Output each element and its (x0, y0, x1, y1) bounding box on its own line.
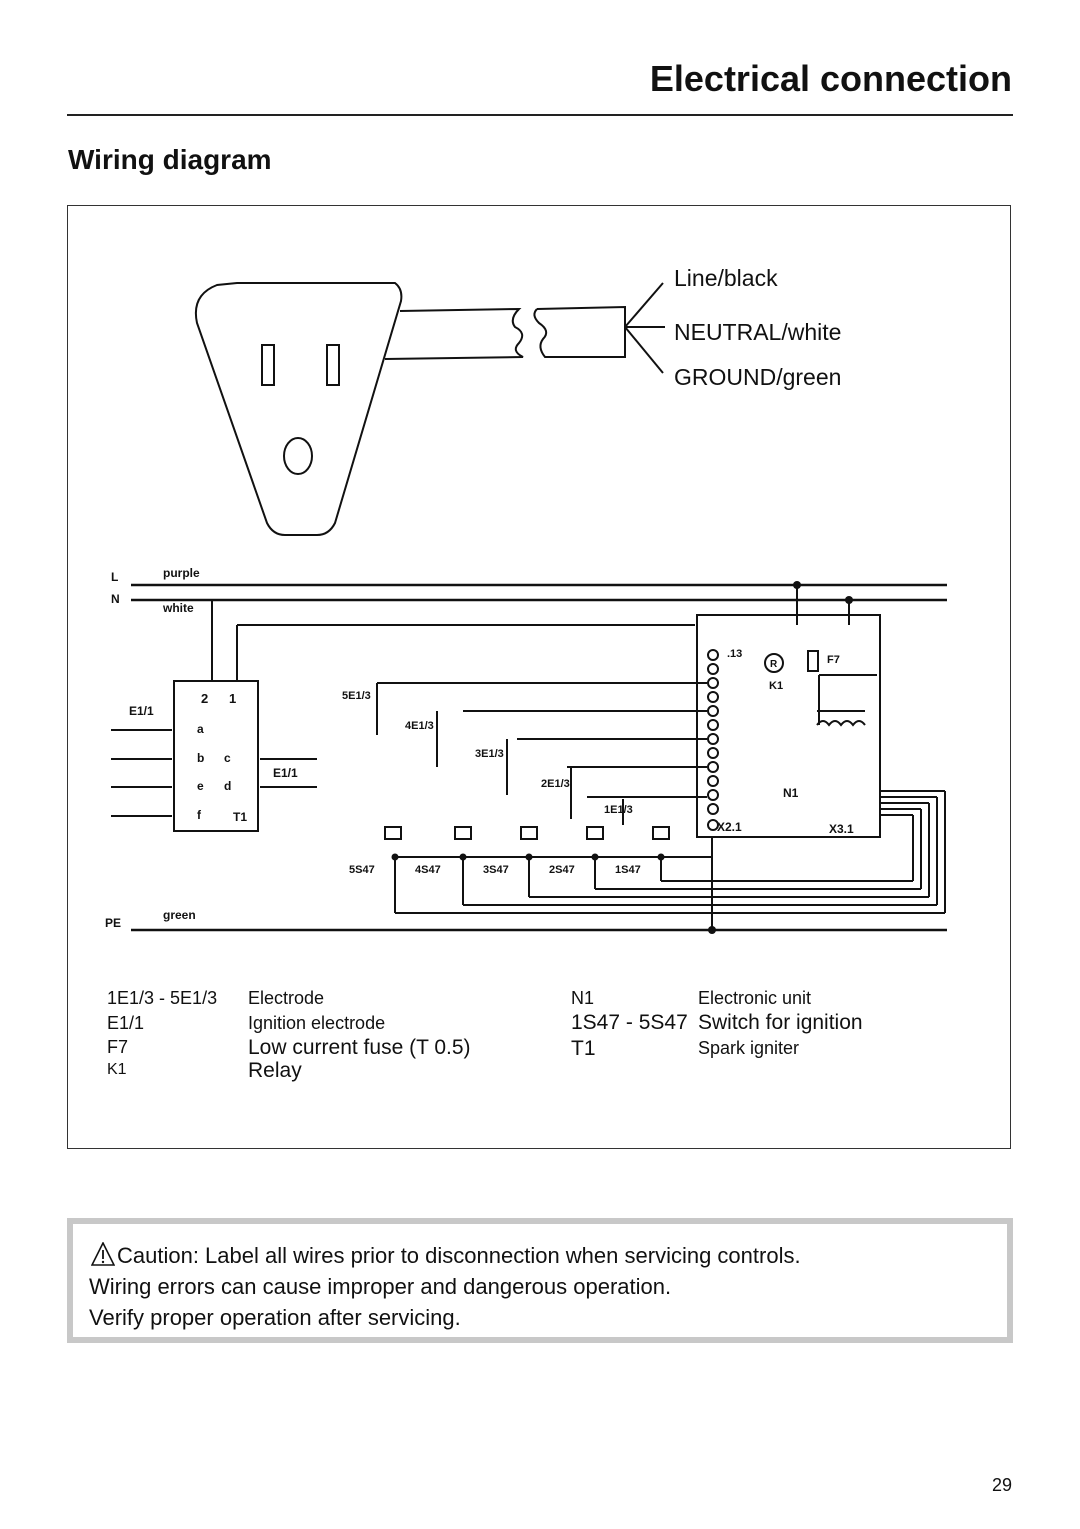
header-divider (67, 114, 1013, 116)
label-pin-c: c (224, 751, 231, 765)
legend-desc: Relay (248, 1059, 302, 1082)
wire-label-line: Line/black (674, 265, 778, 291)
legend-code: N1 (571, 988, 595, 1008)
label-e11-t1: E1/1 (273, 766, 298, 780)
caution-text-1: Caution: Label all wires prior to discon… (117, 1243, 801, 1268)
label-electrode-5: 5E1/3 (342, 690, 371, 702)
label-n1: N1 (783, 786, 799, 800)
n1-box (696, 585, 881, 930)
label-r: R (770, 659, 778, 670)
page-number: 29 (991, 1475, 1012, 1495)
legend-desc: Electronic unit (698, 988, 812, 1008)
label-pe: PE (105, 916, 121, 930)
label-t1: T1 (233, 810, 247, 824)
label-pin-1: 1 (229, 691, 236, 706)
label-l: L (111, 570, 118, 584)
legend-code: E1/1 (107, 1013, 145, 1033)
switch-junctions (391, 853, 665, 861)
label-switch-1: 1S47 (615, 864, 641, 876)
page-title: Electrical connection (649, 58, 1012, 99)
schematic-labels: L N purple white PE green E1/1 E1/1 T1 2… (105, 566, 854, 930)
label-pin-e: e (197, 779, 204, 793)
legend-desc: Spark igniter (698, 1038, 800, 1058)
caution-box: Caution: Label all wires prior to discon… (67, 1218, 1013, 1343)
section-title: Wiring diagram (68, 144, 272, 175)
label-x31: X3.1 (829, 822, 854, 836)
label-electrode-3: 3E1/3 (475, 748, 504, 760)
legend-desc: Electrode (248, 988, 325, 1008)
power-cord (384, 282, 665, 374)
label-pin-b: b (197, 751, 204, 765)
legend-desc: Switch for ignition (698, 1011, 863, 1034)
label-k1: K1 (769, 680, 783, 692)
label-pin-d: d (224, 779, 231, 793)
label-pin-f: f (197, 808, 202, 822)
label-electrode-1: 1E1/3 (604, 804, 633, 816)
label-pin-a: a (197, 722, 204, 736)
electrode-wires (376, 682, 707, 825)
legend-code: T1 (571, 1037, 596, 1060)
legend-code: 1E1/3 - 5E1/3 (107, 988, 218, 1008)
label-white: white (162, 601, 194, 615)
bus-junctions (708, 581, 853, 934)
legend-desc: Low current fuse (T 0.5) (248, 1036, 471, 1059)
label-electrode-2: 2E1/3 (541, 778, 570, 790)
label-n: N (111, 592, 120, 606)
label-x21: X2.1 (717, 820, 742, 834)
label-switch-2: 2S47 (549, 864, 575, 876)
label-green: green (163, 908, 196, 922)
label-purple: purple (163, 566, 200, 580)
bus-lines (131, 583, 947, 932)
label-switch-3: 3S47 (483, 864, 509, 876)
legend-code: K1 (107, 1061, 127, 1078)
caution-text-3: Verify proper operation after servicing. (89, 1305, 461, 1330)
label-e11: E1/1 (129, 704, 154, 718)
caution-text-2: Wiring errors can cause improper and dan… (89, 1274, 672, 1299)
wire-label-ground: GROUND/green (674, 364, 842, 390)
n1-terminals (707, 649, 719, 831)
legend-code: 1S47 - 5S47 (571, 1011, 688, 1034)
label-switch-5: 5S47 (349, 864, 375, 876)
label-pin-13: .13 (727, 648, 742, 660)
wire-label-neutral: NEUTRAL/white (674, 319, 842, 345)
switch-row (384, 790, 946, 914)
e11-box (111, 600, 695, 832)
label-f7: F7 (827, 654, 840, 666)
wiring-diagram: L N purple white PE green E1/1 E1/1 T1 2… (105, 282, 947, 934)
label-switch-4: 4S47 (415, 864, 441, 876)
power-plug (195, 282, 403, 536)
label-electrode-4: 4E1/3 (405, 720, 434, 732)
label-pin-2: 2 (201, 691, 208, 706)
diagram-frame (67, 205, 1011, 1149)
legend-code: F7 (107, 1037, 129, 1057)
legend-desc: Ignition electrode (248, 1013, 386, 1033)
warning-icon (91, 1242, 115, 1266)
relay-and-fuse (764, 650, 866, 727)
